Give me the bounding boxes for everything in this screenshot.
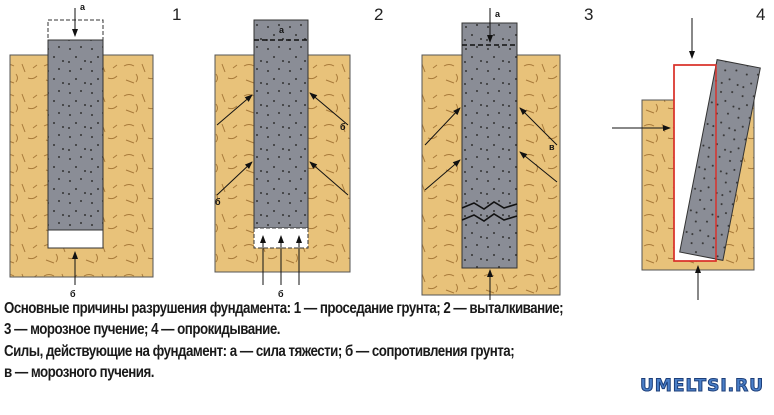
- label-a: а: [279, 25, 285, 35]
- label-b: б: [340, 122, 346, 132]
- panel-number: 1: [172, 5, 181, 24]
- label-a: а: [495, 9, 501, 19]
- arrow: [424, 159, 461, 191]
- arrow: [216, 94, 253, 126]
- arrow: [309, 92, 349, 126]
- arrow: [519, 151, 558, 183]
- red-outline: [673, 64, 717, 262]
- label-b: б: [278, 289, 284, 299]
- gap-bottom: [47, 229, 104, 249]
- label-a: а: [80, 2, 86, 12]
- label-b: б: [215, 197, 221, 207]
- pile: [461, 22, 518, 269]
- arrow: [216, 161, 253, 196]
- panel-3-frost-heave: а в 3: [421, 5, 593, 300]
- panel-number: 4: [756, 5, 765, 24]
- panel-number: 3: [584, 5, 593, 24]
- tilted-pile: [679, 59, 761, 261]
- caption-line-3: Силы, действующие на фундамент: а — сила…: [4, 343, 515, 360]
- diagram-svg: а б 1 а б б б 2 а в 3: [9, 2, 765, 300]
- pile: [47, 39, 104, 231]
- caption-line-2: 3 — морозное пучение; 4 — опрокидывание.: [4, 321, 280, 338]
- panel-1-subsidence: а б 1: [9, 2, 181, 299]
- arrow: [519, 107, 558, 146]
- caption-line-1: Основные причины разрушения фундамента: …: [4, 300, 564, 317]
- panel-2-pushing-out: а б б б 2: [214, 5, 383, 299]
- label-v: в: [549, 142, 555, 152]
- panel-number: 2: [374, 5, 383, 24]
- crack: [461, 201, 518, 222]
- arrow: [309, 161, 349, 196]
- caption-line-4: в — морозного пучения.: [4, 364, 154, 381]
- panel-4-overturning: 4: [612, 5, 765, 300]
- watermark: UMELTSI.RU: [640, 376, 764, 397]
- label-b: б: [70, 289, 76, 299]
- pile: [253, 19, 309, 229]
- arrow: [424, 107, 461, 146]
